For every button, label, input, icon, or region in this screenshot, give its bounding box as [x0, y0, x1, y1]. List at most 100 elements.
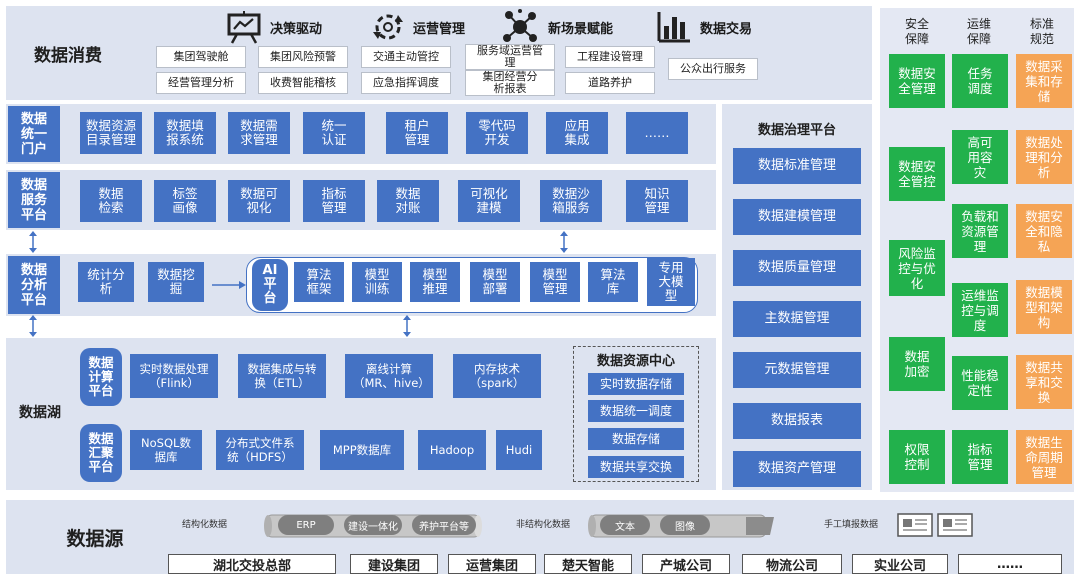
arrow-right-icon — [212, 276, 246, 289]
standards-item: 数据模型和架构 — [1016, 280, 1072, 334]
resource-item: 数据统一调度 — [588, 400, 684, 422]
gather-item: NoSQL数据库 — [130, 430, 202, 470]
service-item: 可视化建模 — [458, 180, 520, 222]
governance-item: 数据建模管理 — [733, 199, 861, 235]
consumption-item: 集团风险预警 — [258, 46, 348, 68]
consumption-item: 工程建设管理 — [565, 46, 655, 68]
consumption-item: 交通主动管控 — [361, 46, 451, 68]
header-new-scenario: 新场景赋能 — [548, 22, 614, 37]
standards-item: 数据安全和隐私 — [1016, 204, 1072, 258]
ai-item: 模型训练 — [352, 262, 402, 302]
ops-item: 任务调度 — [952, 54, 1008, 108]
portal-item: 零代码开发 — [466, 112, 528, 154]
security-item: 权限控制 — [889, 430, 945, 484]
governance-item: 主数据管理 — [733, 301, 861, 337]
ops-title: 运维保障 — [966, 17, 991, 46]
service-item: 数据可视化 — [228, 180, 290, 222]
analysis-item: 统计分析 — [78, 262, 134, 302]
ai-item: 算法库 — [588, 262, 638, 302]
consumption-item: 集团驾驶舱 — [156, 46, 246, 68]
company-item: 湖北交投总部 — [168, 554, 336, 574]
resource-item: 数据存储 — [588, 428, 684, 450]
service-item: 数据沙箱服务 — [540, 180, 602, 222]
company-item: 建设集团 — [350, 554, 438, 574]
portal-item: 数据填报系统 — [154, 112, 216, 154]
service-item: 数据检索 — [80, 180, 142, 222]
form-icon — [896, 511, 976, 539]
presentation-board-icon — [226, 10, 262, 44]
consumption-item: 公众出行服务 — [668, 58, 758, 80]
governance-item: 数据资产管理 — [733, 451, 861, 487]
structured-item: ERP — [278, 515, 334, 535]
unstructured-item: 图像 — [660, 515, 710, 535]
gather-item: Hudi — [496, 430, 542, 470]
standards-title: 标准规范 — [1029, 17, 1054, 46]
portal-item: 统一认证 — [303, 112, 365, 154]
analysis-item: 数据挖掘 — [148, 262, 204, 302]
security-item: 风险监控与优化 — [889, 240, 945, 296]
manual-label: 手工填报数据 — [824, 520, 879, 530]
compute-item: 离线计算（MR、hive） — [345, 354, 433, 398]
compute-label: 数据计算平台 — [80, 348, 122, 406]
ops-item: 运维监控与调度 — [952, 283, 1008, 337]
security-item: 数据加密 — [889, 337, 945, 391]
portal-item: …… — [626, 112, 688, 154]
standards-item: 数据共享和交换 — [1016, 355, 1072, 409]
governance-item: 数据标准管理 — [733, 148, 861, 184]
governance-title: 数据治理平台 — [757, 122, 836, 138]
ai-item: 模型部署 — [470, 262, 520, 302]
gather-item: Hadoop — [418, 430, 486, 470]
header-operations: 运营管理 — [413, 22, 466, 37]
service-item: 数据对账 — [377, 180, 439, 222]
consumption-item: 集团经营分析报表 — [465, 70, 555, 96]
ai-item: 专用大模型 — [647, 258, 695, 306]
consumption-item: 应急指挥调度 — [361, 72, 451, 94]
governance-item: 数据报表 — [733, 403, 861, 439]
ai-item: 模型管理 — [530, 262, 580, 302]
compute-item: 内存技术（spark） — [453, 354, 541, 398]
standards-item: 数据处理和分析 — [1016, 130, 1072, 184]
network-nodes-icon — [500, 8, 540, 46]
portal-item: 应用集成 — [546, 112, 608, 154]
governance-item: 数据质量管理 — [733, 250, 861, 286]
consumption-item: 道路养护 — [565, 72, 655, 94]
connector-arrow — [28, 231, 38, 253]
structured-item: 建设一体化 — [344, 515, 402, 535]
ai-item: 模型推理 — [410, 262, 460, 302]
connector-arrow — [28, 315, 38, 337]
standards-item: 数据采集和存储 — [1016, 54, 1072, 108]
resource-center — [573, 346, 699, 482]
compute-item: 数据集成与转换（ETL） — [238, 354, 326, 398]
ops-item: 性能稳定性 — [952, 356, 1008, 410]
standards-item: 数据生命周期管理 — [1016, 430, 1072, 484]
ops-item: 指标管理 — [952, 430, 1008, 484]
gather-item: MPP数据库 — [320, 430, 404, 470]
structured-label: 结构化数据 — [182, 520, 228, 530]
consumption-item: 服务域运营管理 — [465, 44, 555, 70]
connector-arrow — [402, 315, 412, 337]
security-item: 数据安全管控 — [889, 147, 945, 201]
ai-item: 算法框架 — [294, 262, 344, 302]
security-item: 数据安全管理 — [889, 54, 945, 108]
unstructured-label: 非结构化数据 — [516, 520, 571, 530]
service-item: 标签画像 — [154, 180, 216, 222]
ops-item: 负载和资源管理 — [952, 204, 1008, 258]
consumption-item: 经营管理分析 — [156, 72, 246, 94]
structured-item: 养护平台等 — [412, 515, 476, 535]
bar-chart-icon — [656, 10, 692, 44]
resource-item: 数据共享交换 — [588, 456, 684, 478]
security-title: 安全保障 — [904, 17, 929, 46]
gather-item: 分布式文件系统（HDFS） — [216, 430, 304, 470]
portal-item: 租户管理 — [386, 112, 448, 154]
company-item: 楚天智能 — [544, 554, 632, 574]
consumption-title: 数据消费 — [34, 45, 102, 66]
header-data-trading: 数据交易 — [700, 22, 753, 37]
consumption-item: 收费智能稽核 — [258, 72, 348, 94]
gather-label: 数据汇聚平台 — [80, 424, 122, 482]
service-label: 数据服务平台 — [8, 172, 60, 228]
company-item: 运营集团 — [448, 554, 536, 574]
company-item: 产城公司 — [642, 554, 730, 574]
service-item: 指标管理 — [303, 180, 365, 222]
analysis-label: 数据分析平台 — [8, 256, 60, 314]
cycle-arrows-icon — [370, 10, 406, 44]
